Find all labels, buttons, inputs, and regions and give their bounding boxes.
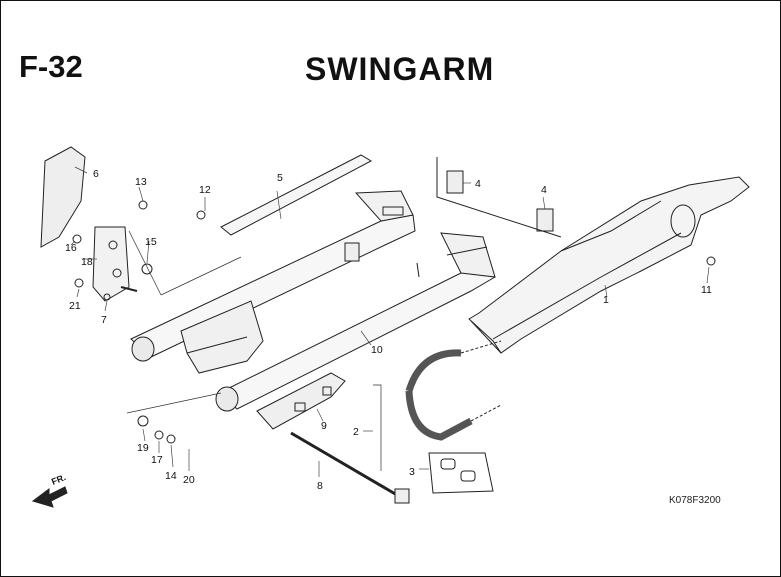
- callout-11: 11: [701, 284, 712, 296]
- callout-16: 16: [65, 242, 77, 254]
- drawing-code: K078F3200: [669, 495, 721, 506]
- callout-10: 10: [371, 344, 383, 356]
- callout-8: 8: [317, 480, 323, 492]
- callout-6: 6: [93, 168, 99, 180]
- callout-2: 2: [353, 426, 359, 438]
- callout-7: 7: [101, 314, 107, 326]
- upper-rod: [220, 154, 373, 236]
- front-direction-label: FR.: [50, 472, 67, 487]
- callout-21: 21: [69, 300, 81, 312]
- callout-1: 1: [603, 294, 609, 306]
- chain-case: [468, 176, 750, 354]
- master-link-box: [428, 452, 494, 494]
- callout-18: 18: [81, 256, 93, 268]
- callout-5: 5: [277, 172, 283, 184]
- chain-slider: [256, 372, 346, 430]
- callout-4b: 4: [541, 184, 547, 196]
- front-arrow-icon: [31, 486, 68, 508]
- clips: [436, 157, 562, 238]
- drive-chain: [405, 340, 502, 441]
- leader-lines: [70, 166, 710, 477]
- callout-17: 17: [151, 454, 163, 466]
- swingarm: [130, 190, 496, 412]
- callout-13: 13: [135, 176, 147, 188]
- callout-20: 20: [183, 474, 195, 486]
- callout-19: 19: [137, 442, 149, 454]
- callout-9: 9: [321, 420, 327, 432]
- callout-4a: 4: [475, 178, 481, 190]
- fasteners: [72, 200, 716, 444]
- page-title: SWINGARM: [305, 51, 495, 87]
- pivot-bolt: [290, 431, 410, 504]
- callout-12: 12: [199, 184, 211, 196]
- bracket-assembly: [40, 146, 138, 302]
- figure-id: F-32: [19, 49, 83, 84]
- callout-3: 3: [409, 466, 415, 478]
- guide-lines: [126, 230, 382, 471]
- callout-15: 15: [145, 236, 157, 248]
- callout-14: 14: [165, 470, 177, 482]
